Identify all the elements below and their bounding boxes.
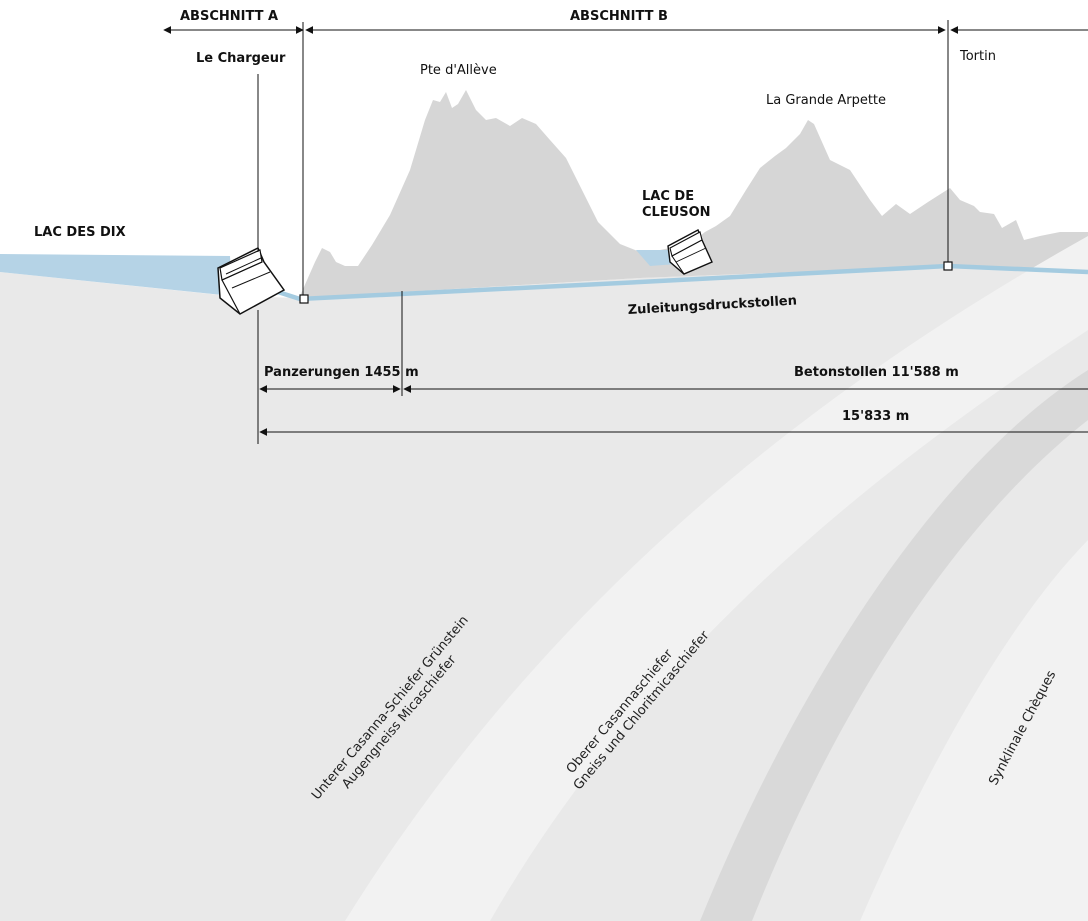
section-a-label: ABSCHNITT A — [180, 9, 278, 24]
dam-le-chargeur — [217, 246, 286, 315]
lac-de-cleuson-water — [636, 250, 676, 266]
pte-alleve-label: Pte d'Allève — [420, 63, 497, 78]
betonstollen-label: Betonstollen 11'588 m — [794, 365, 959, 380]
tunnel-node-chargeur — [299, 294, 309, 304]
panzerungen-label: Panzerungen 1455 m — [264, 365, 419, 380]
tortin-label: Tortin — [959, 49, 996, 64]
lac-des-dix-water — [0, 254, 232, 296]
le-chargeur-label: Le Chargeur — [196, 51, 286, 66]
mountain-silhouette — [300, 90, 1088, 298]
lac-de-cleuson-label-line2: CLEUSON — [642, 205, 711, 220]
geology-band-3 — [860, 540, 1088, 921]
dam-cleuson — [667, 229, 713, 275]
section-b-label: ABSCHNITT B — [570, 9, 668, 24]
tunnel-line — [277, 263, 1088, 302]
lac-de-cleuson-label-line1: LAC DE — [642, 189, 694, 204]
lac-des-dix-label: LAC DES DIX — [34, 225, 126, 240]
la-grande-arpette-label: La Grande Arpette — [766, 93, 886, 108]
geology-band-1 — [345, 236, 1088, 921]
total-length-label: 15'833 m — [842, 409, 909, 424]
tunnel-node-tortin — [943, 261, 953, 271]
geology-band-2 — [700, 370, 1088, 921]
